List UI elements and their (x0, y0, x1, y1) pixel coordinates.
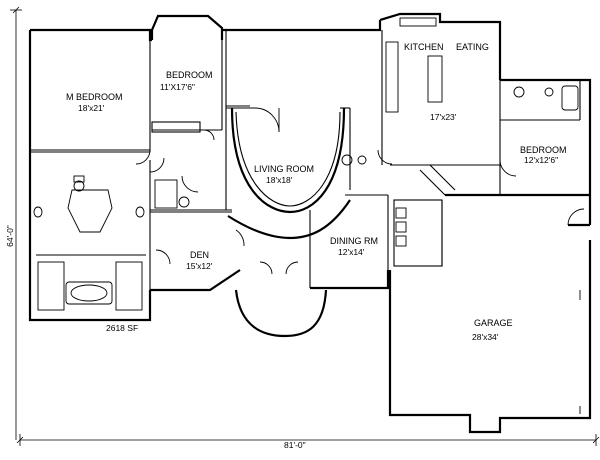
den-name: DEN (190, 250, 209, 260)
plumbing-fixtures (33, 17, 579, 311)
eating-name: EATING (456, 42, 489, 52)
door-swings (135, 107, 585, 414)
interior-walls (30, 30, 581, 290)
width-dimension-label: 81'-0" (284, 440, 306, 450)
den-size: 15'x12' (186, 261, 213, 271)
total-area-label: 2618 SF (106, 323, 138, 333)
living-room-name: LIVING ROOM (254, 164, 314, 174)
depth-dimension-label: 64'-0" (5, 225, 15, 247)
dimension-lines (10, 6, 600, 446)
bedroom-front-name: BEDROOM (166, 70, 213, 80)
garage-size: 28'x34' (472, 332, 499, 342)
master-bedroom-name: M BEDROOM (66, 92, 123, 102)
dining-name: DINING RM (330, 236, 378, 246)
kitchen-eating-size: 17'x23' (430, 112, 457, 122)
garage-name: GARAGE (474, 318, 513, 328)
kitchen-name: KITCHEN (404, 42, 444, 52)
bedroom-front-size: 11'X17'6" (160, 82, 195, 92)
exterior-walls (28, 12, 592, 434)
living-room-curves (227, 107, 351, 338)
living-room-size: 18'x18' (266, 175, 293, 185)
master-bedroom-size: 18'x21' (78, 103, 105, 113)
bedroom-right-name: BEDROOM (520, 145, 567, 155)
dining-size: 12'x14' (338, 247, 365, 257)
bedroom-right-size: 12'x12'6" (524, 155, 558, 165)
